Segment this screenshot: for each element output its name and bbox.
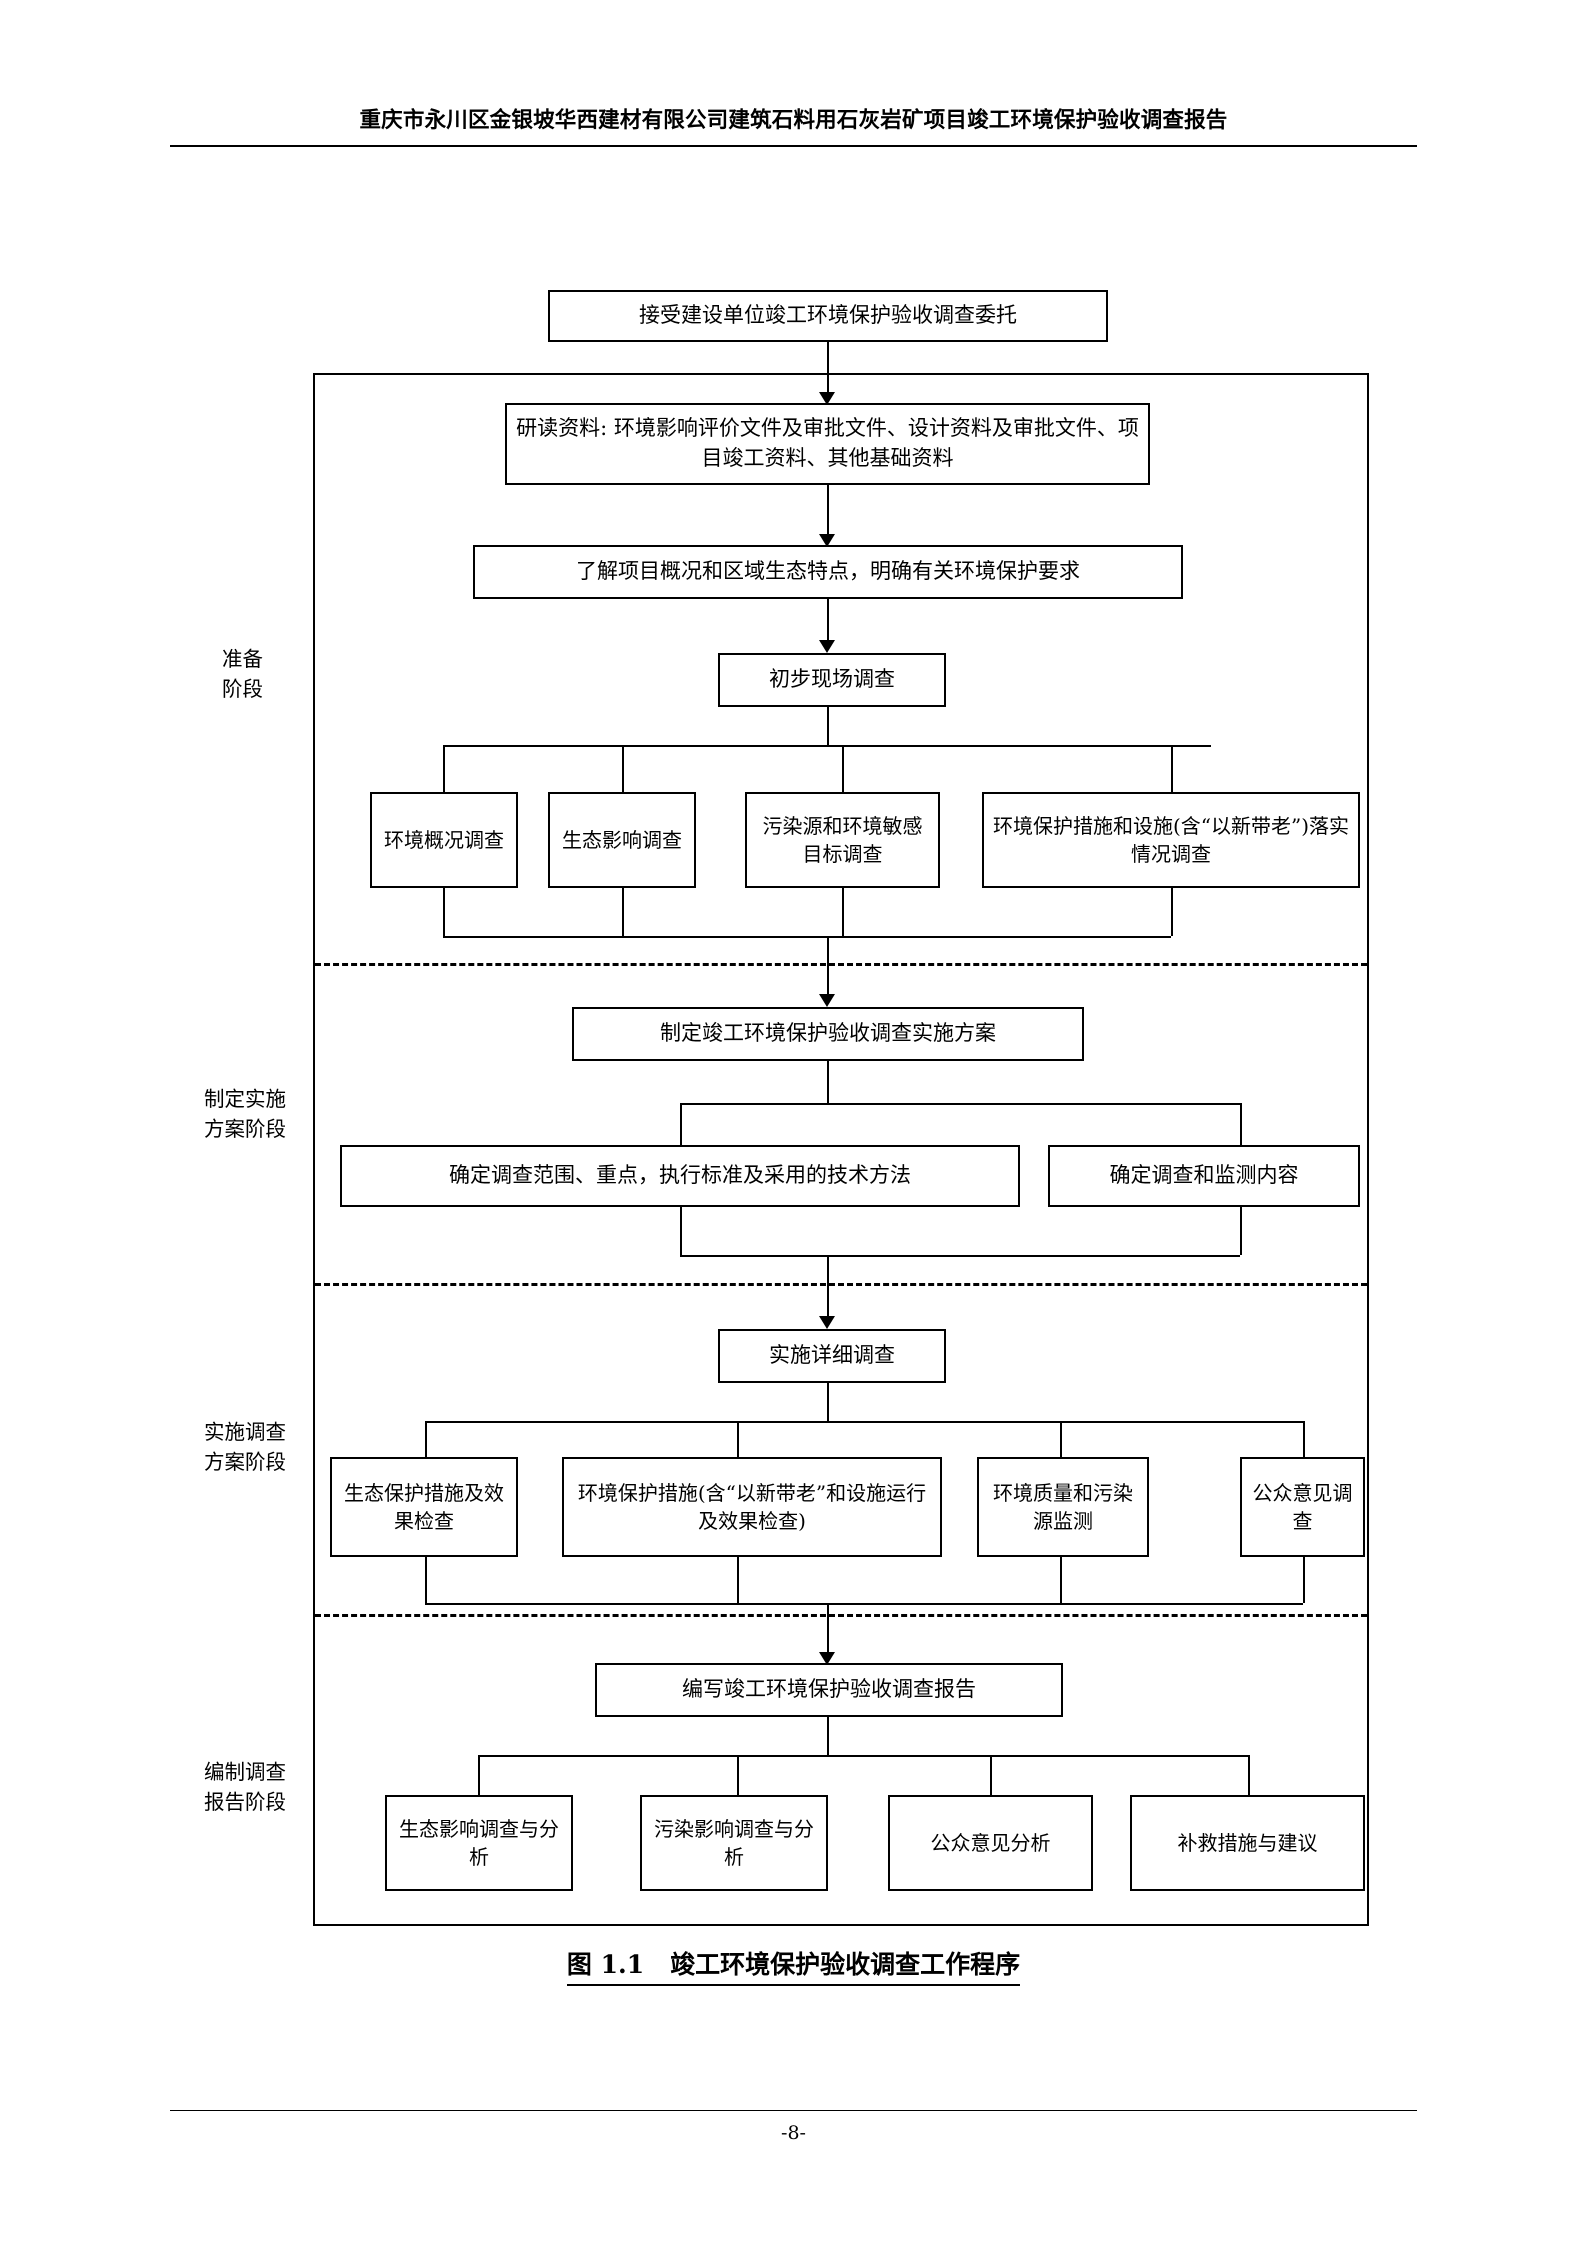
connector-s1-branch2-down — [622, 745, 624, 792]
stage-divider-3 — [315, 1614, 1367, 1617]
node-stage3-branch-quality-monitoring: 环境质量和污染源监测 — [977, 1457, 1149, 1557]
stage-label-preparation: 准备 阶段 — [222, 647, 263, 701]
stage-label-plan-implementation: 实施调查 方案阶段 — [204, 1420, 286, 1474]
stage-divider-2 — [315, 1283, 1367, 1286]
connector-s2-merge-bus — [680, 1255, 1240, 1257]
connector-s2-merge2-down — [1240, 1207, 1242, 1255]
connector-s2-branch1-down — [680, 1103, 682, 1145]
figure-caption: 图 1.1 竣工环境保护验收调查工作程序 — [0, 1945, 1587, 1986]
node-stage4-write-report: 编写竣工环境保护验收调查报告 — [595, 1663, 1063, 1717]
node-stage4-branch-public-opinion-analysis: 公众意见分析 — [888, 1795, 1093, 1891]
figure-number: 图 1.1 — [566, 1950, 645, 1979]
connector-s4-branch2-down — [737, 1755, 739, 1795]
connector-s3-branch3-down — [1060, 1421, 1062, 1457]
connector-s1n1-to-s1n2 — [827, 485, 829, 540]
flowchart-frame — [313, 373, 1369, 1926]
connector-s3-merge4-down — [1303, 1557, 1305, 1603]
connector-s3-merge1-down — [425, 1557, 427, 1603]
node-stage2-formulate-plan: 制定竣工环境保护验收调查实施方案 — [572, 1007, 1084, 1061]
node-stage3-branch-public-opinion-survey: 公众意见调查 — [1240, 1457, 1365, 1557]
connector-s2-merge1-down — [680, 1207, 682, 1255]
node-stage4-branch-pollution-impact-analysis: 污染影响调查与分析 — [640, 1795, 828, 1891]
connector-s4-branch3-down — [990, 1755, 992, 1795]
connector-s3-fanout-bus — [425, 1421, 1303, 1423]
connector-s2-merge-to-stage3 — [827, 1255, 829, 1325]
page-number: -8- — [781, 2122, 806, 2144]
node-entry: 接受建设单位竣工环境保护验收调查委托 — [548, 290, 1108, 342]
connector-s1-fanout-bus — [443, 745, 1211, 747]
node-stage1-branch-pollution-sources: 污染源和环境敏感目标调查 — [745, 792, 940, 888]
connector-s1n2-to-s1n3 — [827, 599, 829, 647]
node-stage1-understand-project: 了解项目概况和区域生态特点，明确有关环境保护要求 — [473, 545, 1183, 599]
connector-s3-merge-to-stage4 — [827, 1603, 829, 1661]
stage-label-report-preparation: 编制调查 报告阶段 — [204, 1760, 286, 1814]
connector-s1-merge-to-stage2 — [827, 936, 829, 1002]
node-stage3-branch-eco-protection-check: 生态保护措施及效果检查 — [330, 1457, 518, 1557]
stage-label-plan-formulation: 制定实施 方案阶段 — [204, 1087, 286, 1141]
node-stage1-branch-ecological-impact: 生态影响调查 — [548, 792, 696, 888]
connector-s1-branch1-down — [443, 745, 445, 792]
node-stage1-preliminary-survey: 初步现场调查 — [718, 653, 946, 707]
connector-s4-branch1-down — [478, 1755, 480, 1795]
connector-s2-fanout-bus — [680, 1103, 1240, 1105]
connector-s1-merge-bus — [443, 936, 1171, 938]
page-header-title: 重庆市永川区金银坡华西建材有限公司建筑石料用石灰岩矿项目竣工环境保护验收调查报告 — [359, 108, 1228, 133]
arrow-s1n1-to-s1n2 — [819, 534, 835, 547]
figure-title: 竣工环境保护验收调查工作程序 — [670, 1950, 1021, 1979]
connector-s1-merge1-down — [443, 888, 445, 936]
node-stage1-branch-environment-overview: 环境概况调查 — [370, 792, 518, 888]
connector-s1-merge3-down — [842, 888, 844, 936]
connector-s2n1-down — [827, 1061, 829, 1103]
arrow-s1n2-to-s1n3 — [819, 640, 835, 653]
connector-entry-to-s1n1 — [827, 342, 829, 397]
connector-s3-branch4-down — [1303, 1421, 1305, 1457]
stage-divider-1 — [315, 963, 1367, 966]
arrow-entry-to-s1n1 — [819, 392, 835, 405]
node-stage3-detailed-survey: 实施详细调查 — [718, 1329, 946, 1383]
connector-s1n3-down — [827, 707, 829, 745]
connector-s4-fanout-bus — [478, 1755, 1248, 1757]
connector-s4n1-down — [827, 1717, 829, 1755]
connector-s1-branch4-down — [1171, 745, 1173, 792]
connector-s3-merge3-down — [1060, 1557, 1062, 1603]
connector-s4-branch4-down — [1248, 1755, 1250, 1795]
arrow-s1-to-s2 — [819, 994, 835, 1007]
connector-s2-branch2-down — [1240, 1103, 1242, 1145]
node-stage4-branch-eco-impact-analysis: 生态影响调查与分析 — [385, 1795, 573, 1891]
arrow-s3-to-s4 — [819, 1652, 835, 1665]
connector-s3-branch2-down — [737, 1421, 739, 1457]
connector-s3-merge-bus — [425, 1603, 1303, 1605]
connector-s3-branch1-down — [425, 1421, 427, 1457]
connector-s1-merge4-down — [1171, 888, 1173, 936]
node-stage4-branch-remedial-measures: 补救措施与建议 — [1130, 1795, 1365, 1891]
connector-s3n1-down — [827, 1383, 829, 1421]
arrow-s2-to-s3 — [819, 1316, 835, 1329]
node-stage2-branch-survey-monitoring: 确定调查和监测内容 — [1048, 1145, 1360, 1207]
node-stage3-branch-env-protection-check: 环境保护措施(含“以新带老”和设施运行及效果检查) — [562, 1457, 942, 1557]
node-stage1-study-materials: 研读资料: 环境影响评价文件及审批文件、设计资料及审批文件、项目竣工资料、其他基… — [505, 403, 1150, 485]
footer-divider-rule — [170, 2110, 1417, 2111]
node-stage1-branch-protection-measures: 环境保护措施和设施(含“以新带老”)落实情况调查 — [982, 792, 1360, 888]
connector-s1-branch3-down — [842, 745, 844, 792]
connector-s3-merge2-down — [737, 1557, 739, 1603]
node-stage2-branch-scope-standards: 确定调查范围、重点，执行标准及采用的技术方法 — [340, 1145, 1020, 1207]
header-divider-rule — [170, 145, 1417, 147]
page-header: 重庆市永川区金银坡华西建材有限公司建筑石料用石灰岩矿项目竣工环境保护验收调查报告 — [170, 108, 1417, 134]
connector-s1-merge2-down — [622, 888, 624, 936]
